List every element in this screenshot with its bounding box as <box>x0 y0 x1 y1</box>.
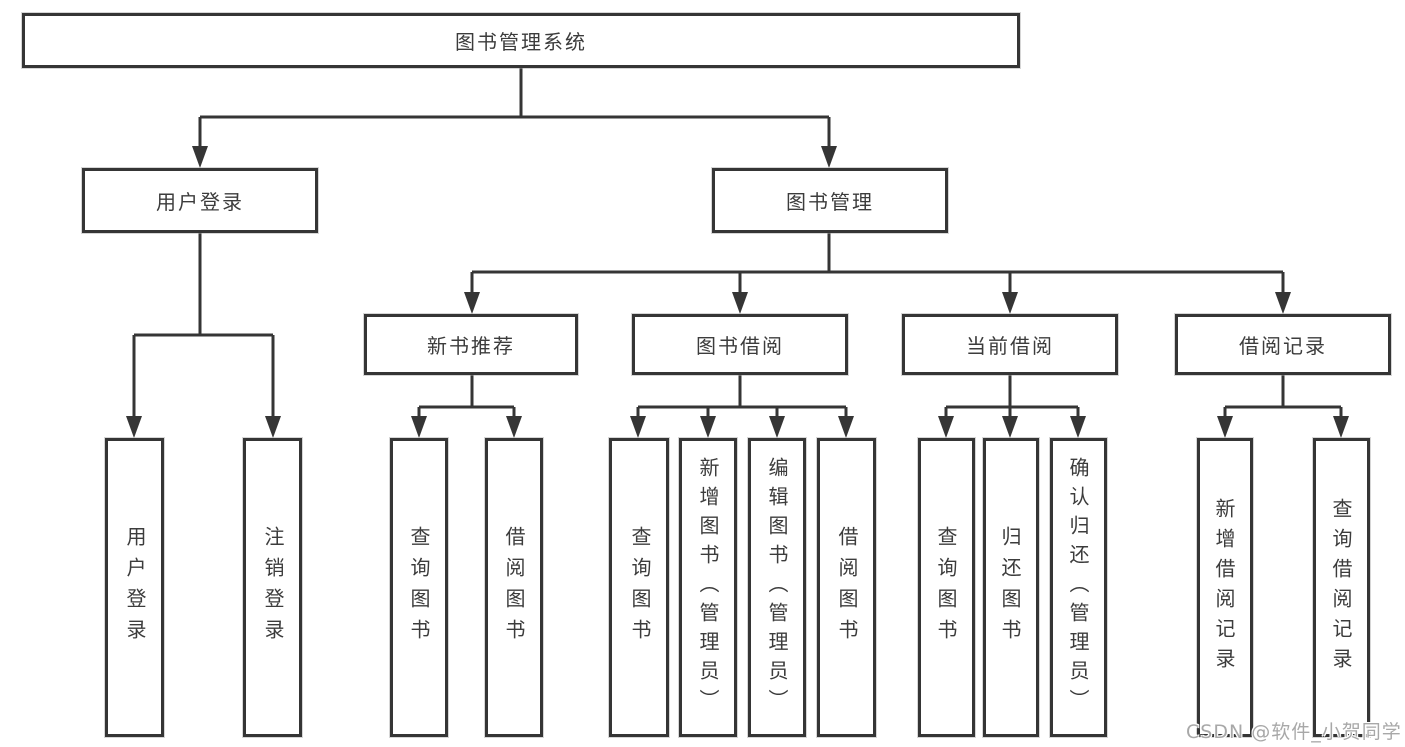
arrowhead-icon <box>732 292 748 314</box>
node-borrowing-records: 借阅记录 <box>1175 314 1391 375</box>
arrowhead-icon <box>630 416 646 438</box>
leaf-add-books-admin: 新增图书（管理员） <box>679 438 737 737</box>
arrowhead-icon <box>1002 292 1018 314</box>
leaf-query-borrow-record: 查询借阅记录 <box>1313 438 1370 737</box>
arrowhead-icon <box>192 146 208 168</box>
leaf-edit-books-admin: 编辑图书（管理员） <box>748 438 806 737</box>
node-book-borrowing: 图书借阅 <box>632 314 848 375</box>
csdn-watermark: CSDN @软件_小贺同学 <box>1186 721 1402 743</box>
arrowhead-icon <box>411 416 427 438</box>
arrowhead-icon <box>838 416 854 438</box>
leaf-logout: 注销登录 <box>243 438 302 737</box>
leaf-query-books-recommend: 查询图书 <box>390 438 448 737</box>
leaf-borrow-books-borrowing: 借阅图书 <box>817 438 876 737</box>
arrowhead-icon <box>1070 416 1086 438</box>
leaf-query-books-borrowing: 查询图书 <box>609 438 669 737</box>
arrowhead-icon <box>464 292 480 314</box>
arrowhead-icon <box>1002 416 1018 438</box>
arrowhead-icon <box>1217 416 1233 438</box>
node-user-login: 用户登录 <box>82 168 318 233</box>
leaf-return-books: 归还图书 <box>983 438 1039 737</box>
arrowhead-icon <box>506 416 522 438</box>
arrowhead-icon <box>126 416 142 438</box>
node-book-management: 图书管理 <box>712 168 948 233</box>
leaf-add-borrow-record: 新增借阅记录 <box>1197 438 1253 737</box>
arrowhead-icon <box>938 416 954 438</box>
leaf-borrow-books-recommend: 借阅图书 <box>485 438 543 737</box>
node-new-book-recommend: 新书推荐 <box>364 314 578 375</box>
arrowhead-icon <box>1333 416 1349 438</box>
arrowheads <box>126 146 1349 438</box>
arrowhead-icon <box>821 146 837 168</box>
leaf-query-books-current: 查询图书 <box>918 438 975 737</box>
arrowhead-icon <box>265 416 281 438</box>
arrowhead-icon <box>1275 292 1291 314</box>
connector-path <box>132 68 1343 420</box>
arrowhead-icon <box>769 416 785 438</box>
leaf-confirm-return-admin: 确认归还（管理员） <box>1050 438 1107 737</box>
leaf-user-login: 用户登录 <box>105 438 164 737</box>
node-current-borrowing: 当前借阅 <box>902 314 1118 375</box>
arrowhead-icon <box>700 416 716 438</box>
node-library-management-system: 图书管理系统 <box>22 13 1020 68</box>
